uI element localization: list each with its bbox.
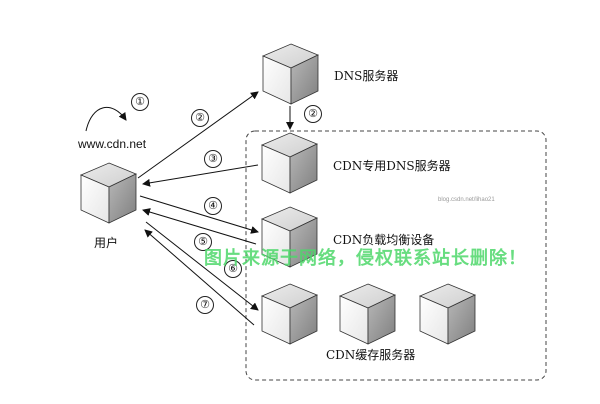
label-cdn-lb: CDN负载均衡设备 — [333, 233, 435, 247]
cube-user-icon — [79, 162, 137, 224]
label-cdn-dns-server: CDN专用DNS服务器 — [333, 159, 451, 173]
arrow-step-5 — [142, 208, 257, 245]
cube-cache-server-3-icon — [418, 283, 476, 345]
label-dns-server: DNS服务器 — [334, 69, 399, 83]
step-7-badge: ⑦ — [196, 296, 214, 314]
arrow-step-6 — [145, 221, 259, 311]
step-2b-badge: ② — [304, 105, 322, 123]
arrow-step-7 — [144, 229, 255, 326]
cube-cache-server-2-icon — [338, 283, 396, 345]
cdn-boundary — [245, 130, 547, 381]
arrow-step-4 — [139, 195, 259, 234]
step-3-badge: ③ — [204, 150, 222, 168]
arrow-step-1 — [85, 106, 127, 132]
arrow-step-3 — [142, 164, 259, 187]
cube-cdn-lb-icon — [260, 206, 318, 268]
cube-dns-server-icon — [261, 43, 319, 105]
step-6-badge: ⑥ — [224, 260, 242, 278]
source-notice-watermark: 图片来源于网络，侵权联系站长删除！ — [204, 248, 527, 269]
step-4-badge: ④ — [204, 197, 222, 215]
label-url: www.cdn.net — [78, 137, 147, 151]
cube-cache-server-1-icon — [260, 283, 318, 345]
step-1-badge: ① — [131, 93, 149, 111]
blog-watermark: blog.csdn.net/lihao21 — [438, 197, 495, 203]
step-5-badge: ⑤ — [194, 233, 212, 251]
step-2-badge: ② — [191, 109, 209, 127]
label-user: 用户 — [94, 236, 119, 250]
arrow-step-2-user-to-dns — [137, 91, 259, 179]
label-cdn-cache-servers: CDN缓存服务器 — [326, 348, 416, 362]
cube-cdn-dns-server-icon — [260, 132, 318, 194]
